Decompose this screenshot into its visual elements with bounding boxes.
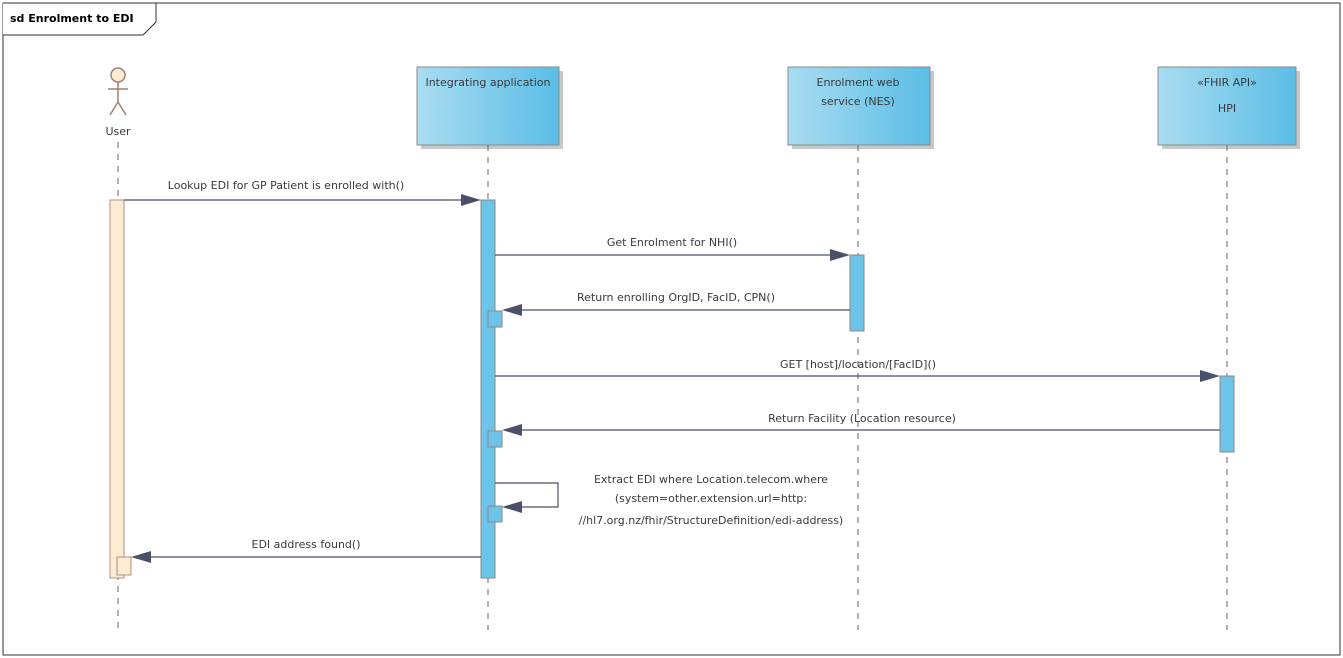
participant-nes-label-line2: service (NES) — [821, 95, 895, 108]
arrowhead-icon — [1200, 370, 1220, 382]
frame-title: sd Enrolment to EDI — [10, 12, 134, 25]
message-lookup-edi[interactable]: Lookup EDI for GP Patient is enrolled wi… — [124, 179, 481, 206]
frame-title-tab — [3, 2, 157, 36]
message-label: GET [host]/location/[FacID]() — [780, 358, 936, 371]
message-return-facility[interactable]: Return Facility (Location resource) — [502, 412, 1220, 436]
message-label: Lookup EDI for GP Patient is enrolled wi… — [168, 179, 404, 192]
participant-box — [787, 66, 931, 146]
arrowhead-icon — [830, 249, 850, 261]
message-label: Return Facility (Location resource) — [768, 412, 956, 425]
actor-head-icon — [110, 67, 126, 83]
activation-app-nested-1 — [487, 310, 503, 328]
activation-nes — [849, 254, 865, 332]
message-get-location[interactable]: GET [host]/location/[FacID]() — [495, 358, 1220, 382]
activation-app — [480, 199, 496, 579]
activation-app-nested-3 — [487, 505, 503, 523]
participant-hpi-stereotype: «FHIR API» — [1197, 76, 1257, 89]
participant-box — [1157, 66, 1297, 146]
participant-hpi[interactable]: «FHIR API» HPI — [1157, 66, 1300, 149]
arrowhead-icon — [502, 501, 522, 513]
participant-box — [416, 66, 560, 146]
message-label: EDI address found() — [252, 538, 361, 551]
actor-user-label: User — [105, 125, 131, 138]
activation-app-nested-2 — [487, 430, 503, 448]
participant-nes-label-line1: Enrolment web — [817, 76, 900, 89]
arrowhead-icon — [461, 194, 481, 206]
message-label: Return enrolling OrgID, FacID, CPN() — [577, 291, 775, 304]
message-extract-edi[interactable]: Extract EDI where Location.telecom.where… — [495, 473, 843, 527]
message-return-enrolling[interactable]: Return enrolling OrgID, FacID, CPN() — [502, 291, 850, 316]
participant-hpi-label: HPI — [1218, 102, 1236, 115]
participant-app-label: Integrating application — [425, 76, 550, 89]
message-line — [495, 482, 559, 508]
message-label: Get Enrolment for NHI() — [607, 236, 737, 249]
actor-left-leg — [109, 101, 119, 116]
actor-right-leg — [117, 101, 127, 116]
activation-hpi — [1219, 375, 1235, 453]
message-label-line2: (system=other.extension.url=http: — [615, 492, 807, 505]
actor-user[interactable]: User — [105, 67, 131, 138]
message-label-line1: Extract EDI where Location.telecom.where — [594, 473, 828, 486]
activation-user — [109, 199, 125, 579]
arrowhead-icon — [131, 551, 151, 563]
arrowhead-icon — [502, 424, 522, 436]
participant-integrating-application[interactable]: Integrating application — [416, 66, 563, 149]
arrowhead-icon — [502, 304, 522, 316]
activation-user-nested — [116, 556, 132, 576]
message-label-line3: //hl7.org.nz/fhir/StructureDefinition/ed… — [579, 514, 843, 527]
message-edi-address-found[interactable]: EDI address found() — [131, 538, 481, 563]
message-get-enrolment[interactable]: Get Enrolment for NHI() — [495, 236, 850, 261]
participant-enrolment-web-service[interactable]: Enrolment web service (NES) — [787, 66, 934, 149]
